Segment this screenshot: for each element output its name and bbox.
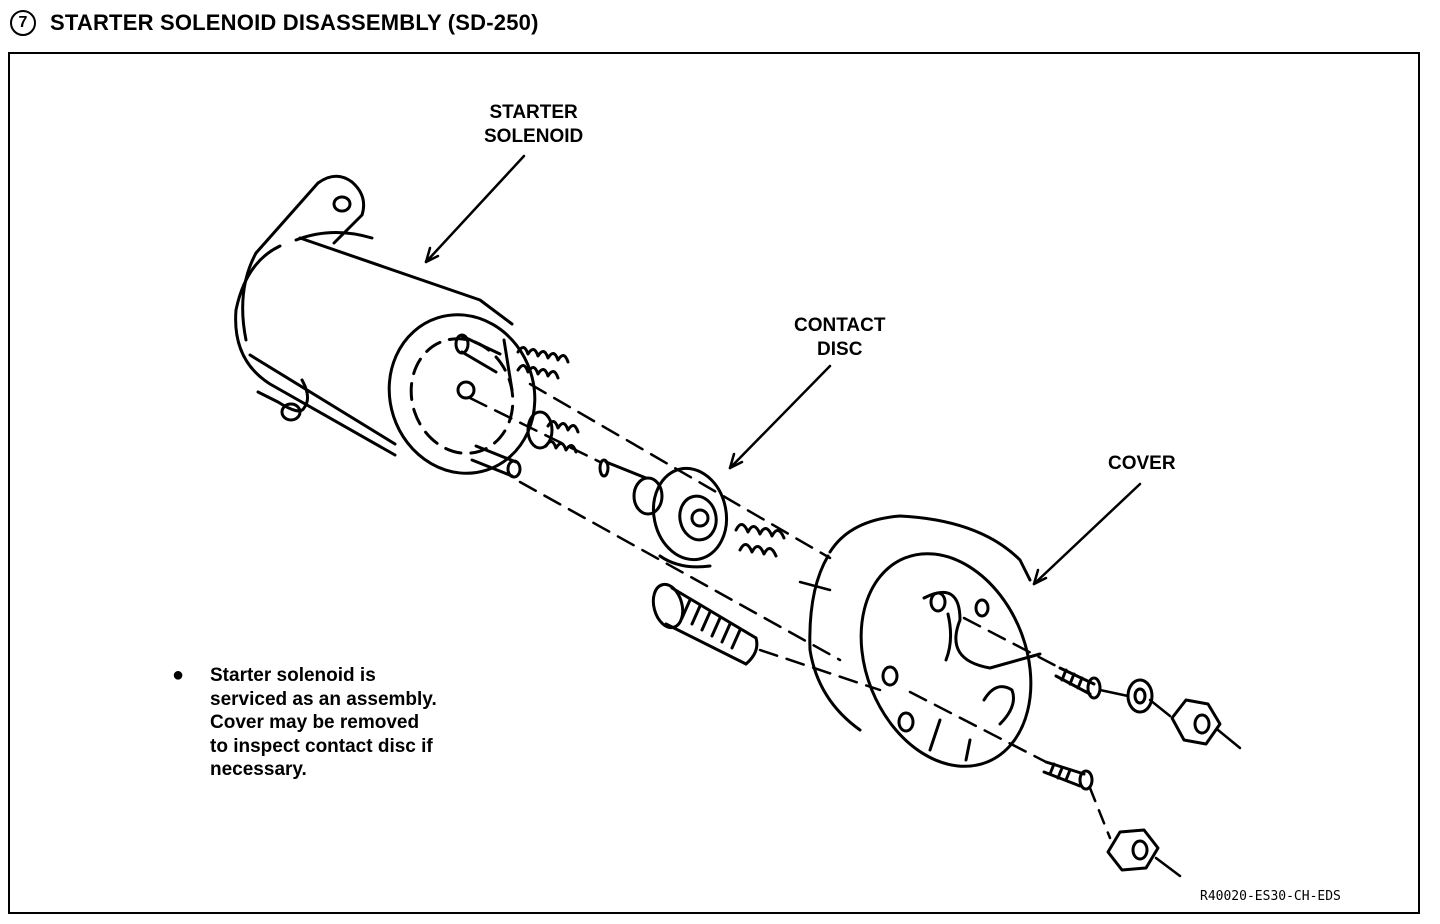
label-starter-solenoid-line2: SOLENOID xyxy=(484,126,584,147)
contact-disc-assembly xyxy=(598,458,786,569)
label-starter-solenoid-line1: STARTER xyxy=(489,102,578,123)
step-number-badge: 7 xyxy=(10,10,36,36)
callout-leaders xyxy=(424,154,1142,586)
starter-solenoid-body xyxy=(234,174,580,479)
note-line: Cover may be removed xyxy=(210,712,420,733)
page-title: STARTER SOLENOID DISASSEMBLY (SD-250) xyxy=(50,10,539,35)
alignment-lines xyxy=(468,382,1242,878)
figure-code: R40020-ES30-CH-EDS xyxy=(1200,889,1341,904)
note-text: Starter solenoid is serviced as an assem… xyxy=(210,664,500,782)
section-header: 7 STARTER SOLENOID DISASSEMBLY (SD-250) xyxy=(10,8,539,38)
note-line: to inspect contact disc if xyxy=(210,735,433,757)
label-contact-disc: CONTACT DISC xyxy=(794,314,885,362)
note-line: necessary. xyxy=(210,759,307,780)
note-line: serviced as an assembly. xyxy=(210,688,437,710)
hardware xyxy=(1042,666,1222,872)
diagram-frame xyxy=(8,52,1420,914)
note-bullet: ● xyxy=(172,664,185,686)
service-note: ● Starter solenoid is serviced as an ass… xyxy=(172,664,500,782)
label-contact-disc-line2: DISC xyxy=(817,339,863,360)
note-line: Starter solenoid is xyxy=(210,665,376,686)
through-bolt xyxy=(651,582,759,666)
label-starter-solenoid: STARTER SOLENOID xyxy=(484,101,583,149)
cover-assembly xyxy=(808,514,1042,768)
label-contact-disc-line1: CONTACT xyxy=(794,315,886,336)
label-cover: COVER xyxy=(1108,453,1176,474)
